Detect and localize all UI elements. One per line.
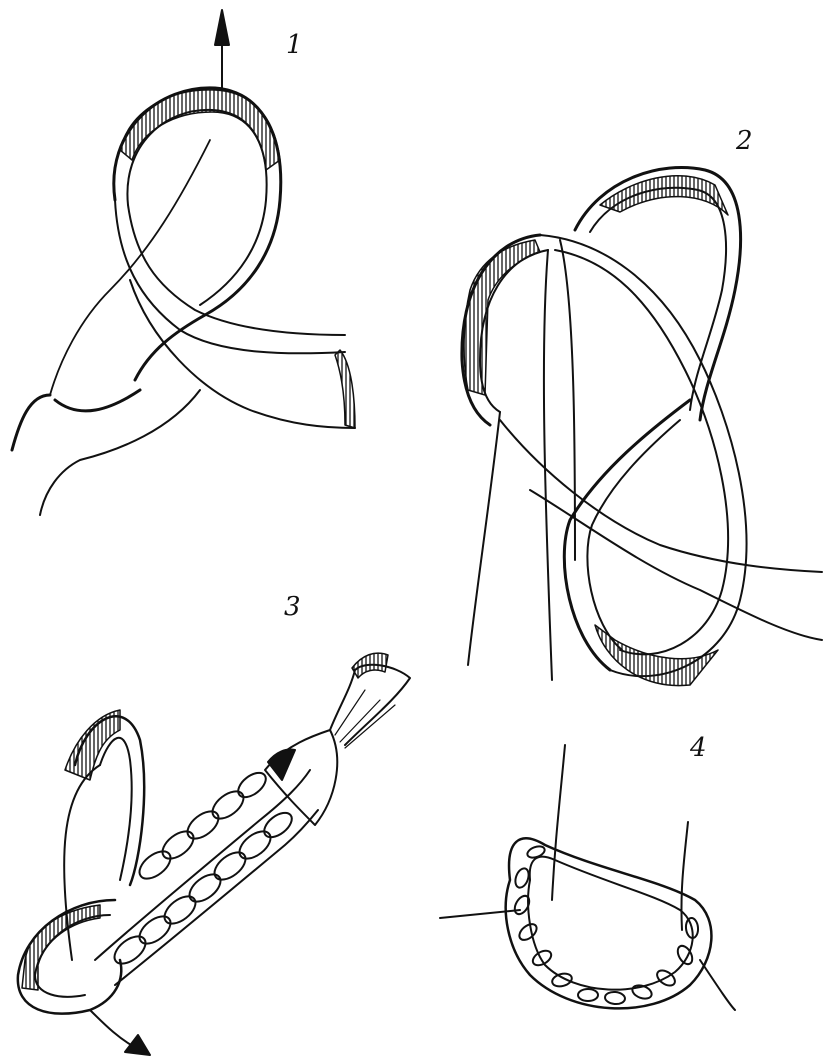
step-2-lower-loop-shading	[595, 625, 718, 686]
step-1-tail-inner-edge	[128, 205, 345, 335]
step-3-whipped-end	[265, 730, 337, 825]
step-3-frayed-tip	[330, 665, 410, 745]
step-1-loop-drawing	[12, 10, 355, 515]
step-1-finger-edge-a	[50, 140, 210, 395]
step-3-upper-loop-inner	[100, 738, 132, 880]
step-1-finger-edge-c	[55, 390, 140, 411]
step-4-ring-drawing	[440, 745, 735, 1010]
step-2-back-loop-shading	[600, 176, 728, 215]
step-4-post-left-edge	[552, 745, 565, 900]
step-1-tail-end	[335, 350, 355, 428]
step-3-lower-loop-shading	[22, 905, 100, 990]
step-1-finger-edge-b	[12, 395, 50, 450]
arrow-head-icon	[125, 1035, 150, 1055]
step-2-number-label: 2	[736, 128, 753, 154]
step-2-left-loop-shading	[464, 240, 540, 395]
step-1-tail-top-edge	[115, 200, 345, 353]
step-3-braid-bottom-edge	[115, 810, 318, 985]
step-2-lower-loop-outer	[564, 400, 690, 670]
step-4-base-line-left	[440, 910, 520, 918]
step-3-whipped-end-shadow	[268, 750, 295, 781]
step-2-hanging-end-b	[468, 412, 500, 665]
step-3-braid-top-edge	[95, 770, 310, 960]
step-3-frayed-tip-shading	[352, 653, 388, 678]
step-4-number-label: 4	[690, 735, 707, 761]
step-3-guide-string	[64, 765, 100, 960]
step-2-knot-drawing	[462, 168, 822, 686]
step-1-finger-edge-d	[40, 390, 200, 515]
step-3-number-label: 3	[284, 594, 301, 620]
step-2-diagonal-band-inner	[555, 250, 728, 654]
step-1-band-inner-edge	[127, 110, 266, 305]
step-4-ring-outer	[506, 838, 712, 1008]
step-4-base-line-right	[700, 960, 735, 1010]
step-2-back-loop-inner	[590, 188, 726, 410]
arrow-head-icon	[215, 10, 229, 45]
step-1-number-label: 1	[286, 32, 303, 58]
step-3-braid-drawing	[18, 653, 410, 1055]
step-2-hanging-end-c	[560, 240, 575, 560]
step-2-hanging-end-a	[544, 250, 552, 680]
